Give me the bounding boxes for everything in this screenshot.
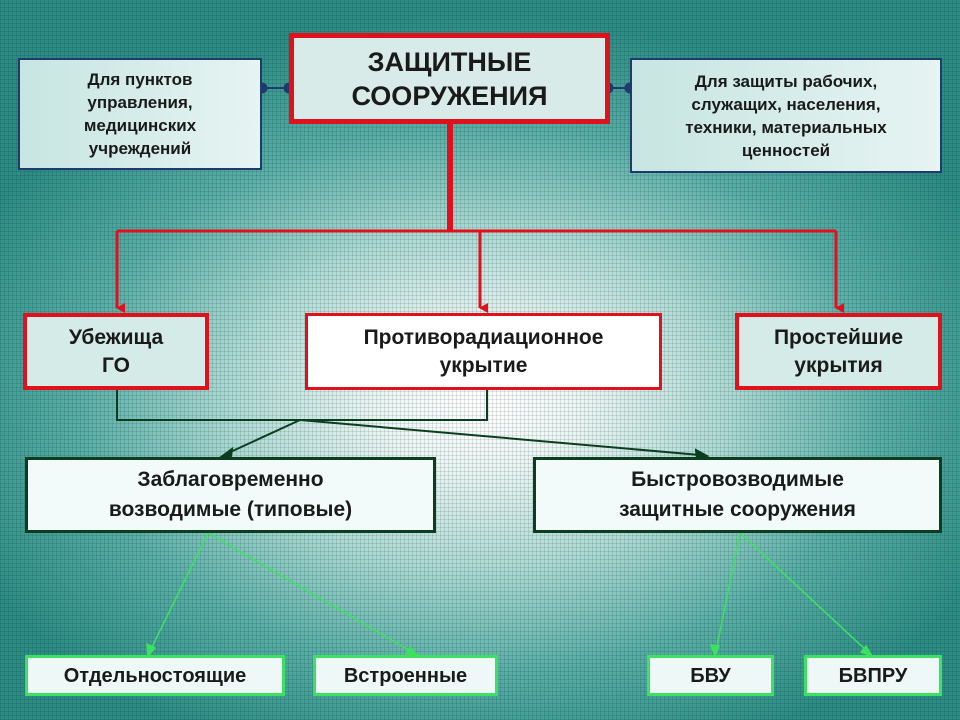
- built-in-label: Встроенные: [343, 664, 468, 687]
- shelter-box: Убежища ГО: [23, 313, 209, 390]
- simple-shelter-box: Простейшие укрытия: [735, 313, 942, 390]
- standalone-label: Отдельностоящие: [63, 664, 247, 687]
- anti-radiation-label: Противорадиационное укрытие: [363, 325, 604, 377]
- bvpru-box: БВПРУ: [804, 655, 942, 696]
- title-box: ЗАЩИТНЫЕ СООРУЖЕНИЯ: [289, 33, 610, 124]
- rapid-construction-box: Быстровозводимые защитные сооружения: [533, 457, 942, 533]
- type-connectors: [115, 120, 844, 313]
- simple-shelter-label: Простейшие укрытия: [773, 325, 904, 377]
- advance-construction-label: Заблаговременно возводимые (типовые): [108, 468, 353, 521]
- shelter-label: Убежища ГО: [68, 325, 164, 377]
- advance-construction-box: Заблаговременно возводимые (типовые): [25, 457, 436, 533]
- anti-radiation-box: Противорадиационное укрытие: [305, 313, 662, 390]
- purpose-left-text: Для пунктов управления, медицинских учре…: [83, 70, 197, 158]
- standalone-box: Отдельностоящие: [25, 655, 285, 696]
- construction-connectors: [116, 390, 710, 461]
- leaf-connectors: [146, 532, 874, 659]
- purpose-right-box: Для защиты рабочих, служащих, населения,…: [630, 58, 942, 173]
- bvpru-label: БВПРУ: [838, 664, 908, 687]
- purpose-right-text: Для защиты рабочих, служащих, населения,…: [685, 71, 887, 160]
- rapid-construction-label: Быстровозводимые защитные сооружения: [619, 468, 856, 521]
- built-in-box: Встроенные: [313, 655, 498, 696]
- diagram-title: ЗАЩИТНЫЕ СООРУЖЕНИЯ: [351, 46, 548, 111]
- purpose-left-box: Для пунктов управления, медицинских учре…: [18, 58, 262, 170]
- bvu-label: БВУ: [690, 664, 731, 687]
- bvu-box: БВУ: [647, 655, 774, 696]
